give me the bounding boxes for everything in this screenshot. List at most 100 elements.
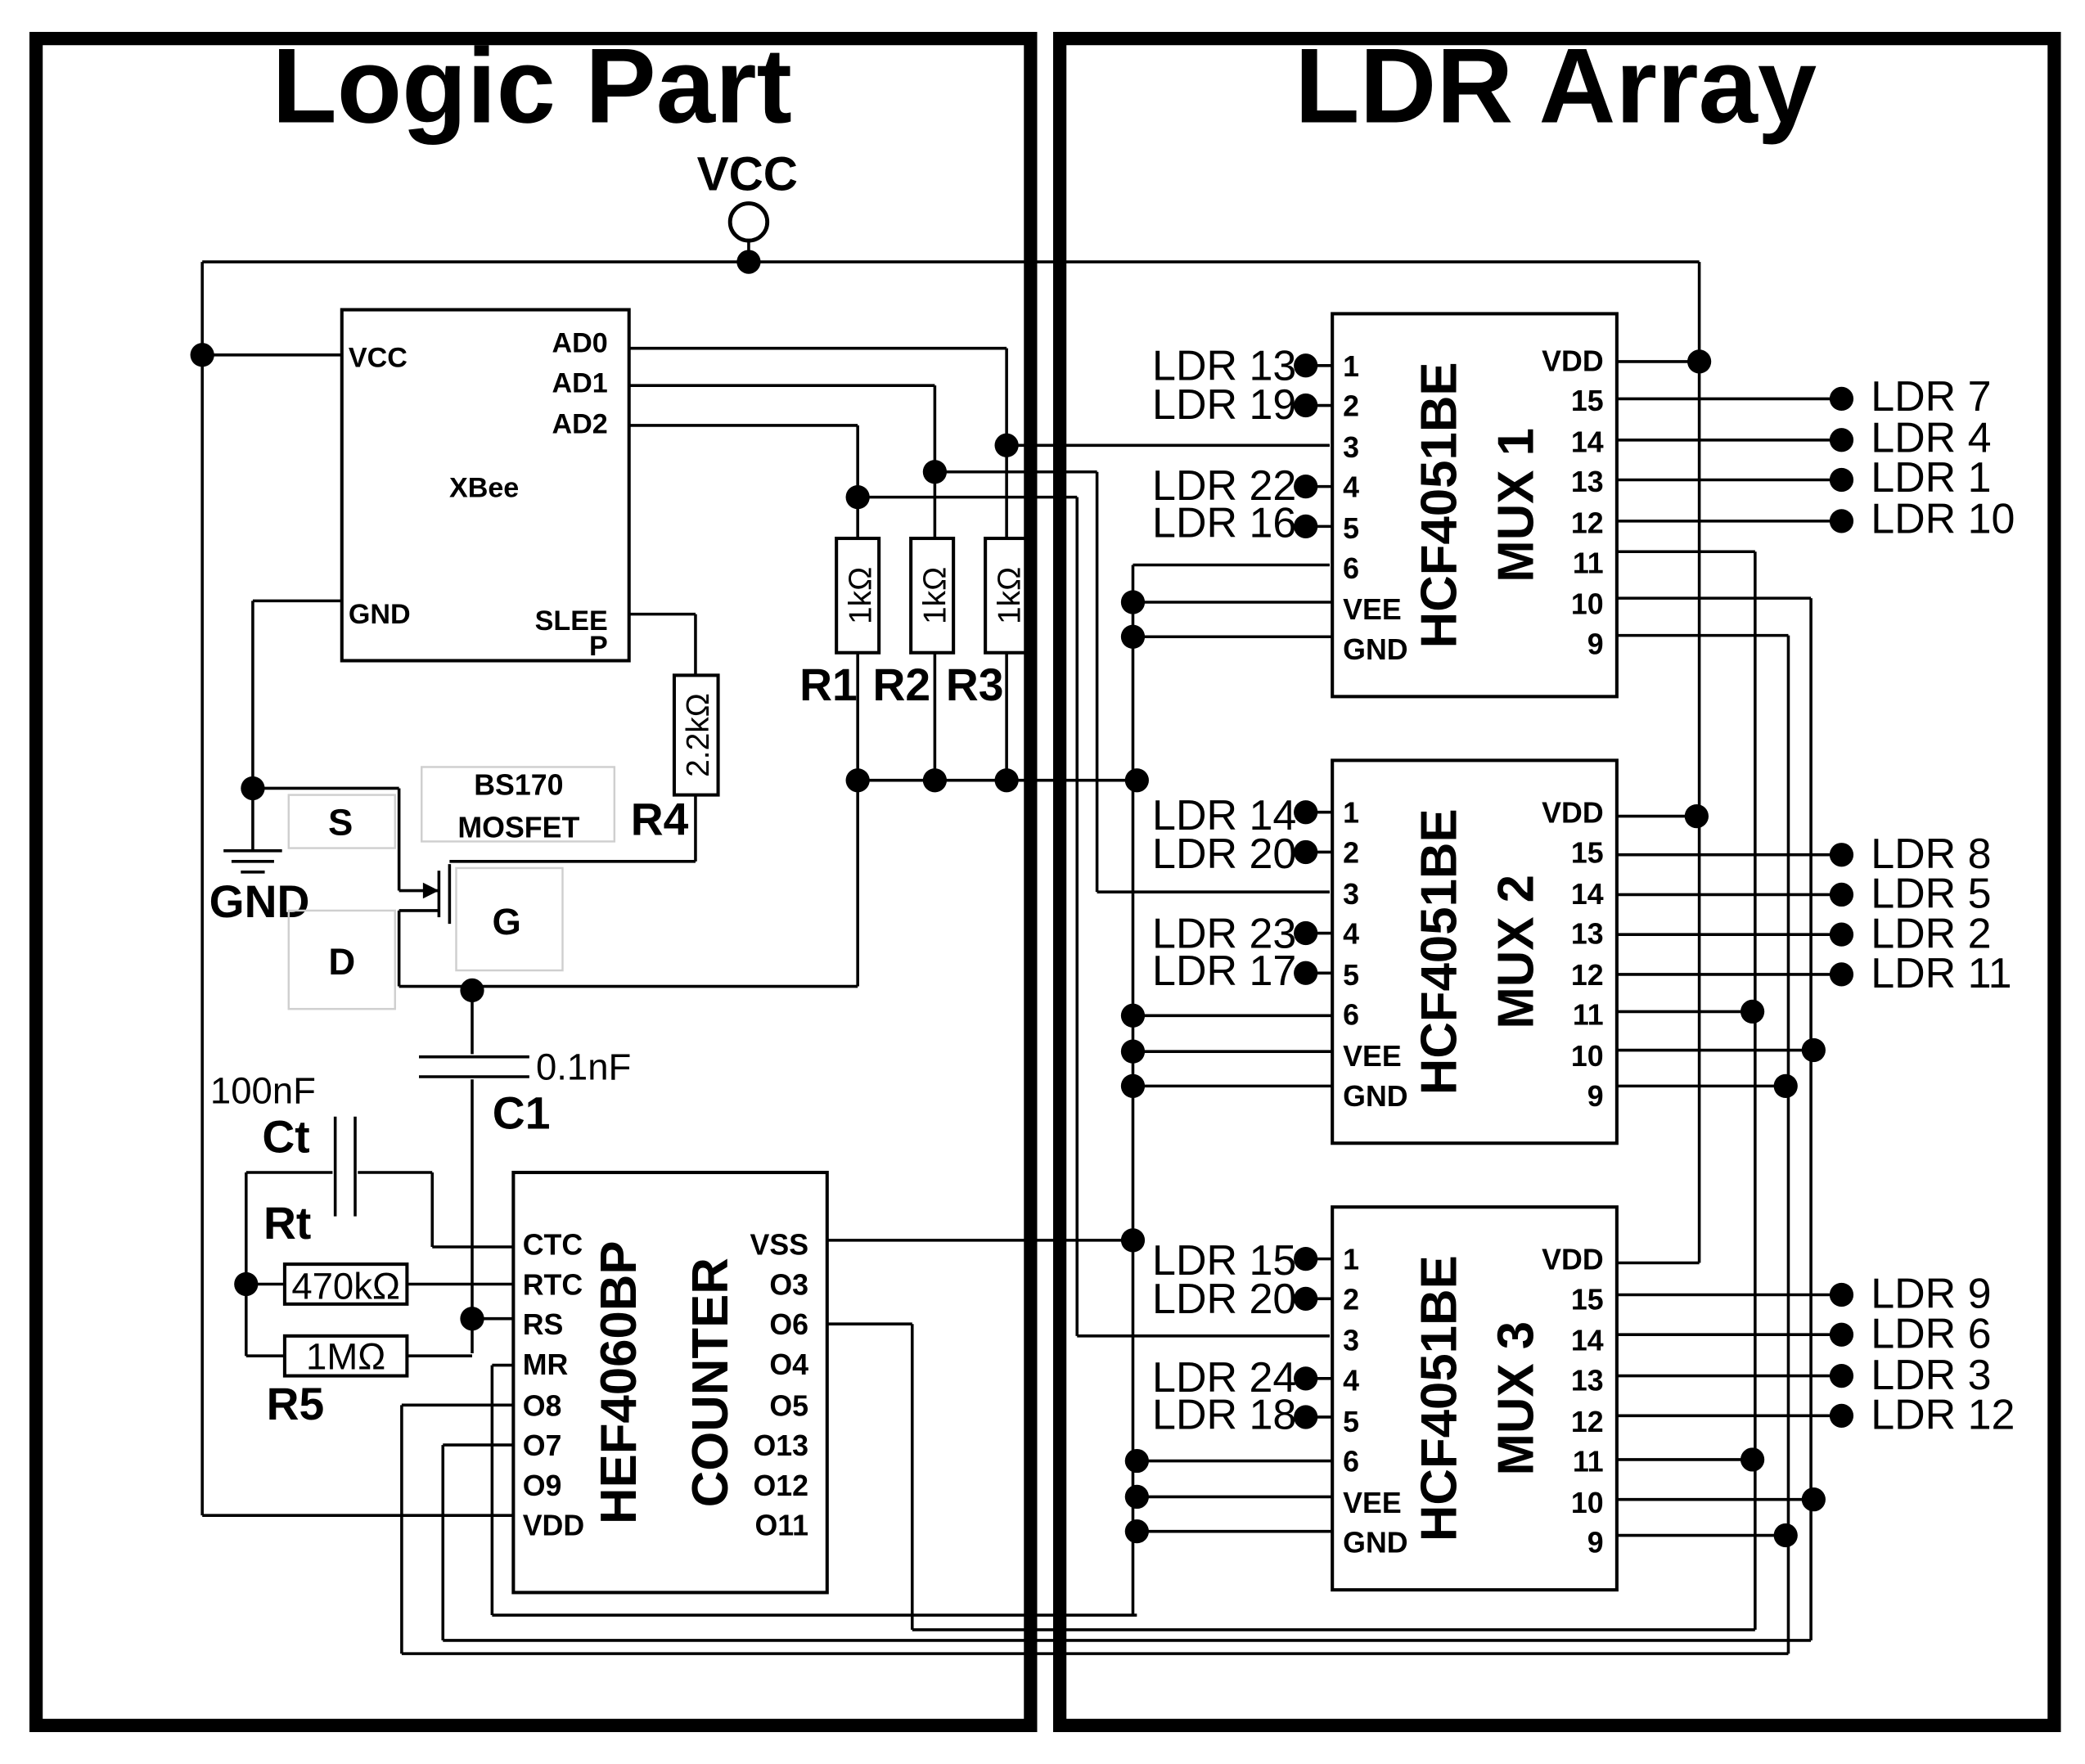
mosfet-label-box (421, 766, 616, 843)
mux-right-pin: VDD (1542, 344, 1603, 377)
mux-2-output-label: LDR 8 (1871, 830, 1991, 878)
mux-left-pin: 4 (1343, 1364, 1359, 1397)
mux-right-pin: 9 (1587, 1527, 1604, 1559)
xbee-label: XBee (449, 473, 519, 504)
mux-left-pin: 6 (1343, 552, 1359, 585)
xbee-pin-ad1: AD1 (552, 367, 607, 398)
mux-right-pin: VDD (1542, 1244, 1603, 1276)
mux-left-pin: 1 (1343, 350, 1359, 383)
mux-3: 1 2 3 4 5 6 VEE GND VDD 15 14 13 12 11 1… (1124, 1205, 2015, 1592)
r1-value: 1kΩ (843, 567, 878, 624)
mux-3-output-label: LDR 12 (1871, 1392, 2015, 1439)
mux-right-pin: 14 (1571, 425, 1604, 458)
counter-left-pin: MR (523, 1348, 569, 1381)
mux-right-pin: 13 (1571, 466, 1604, 498)
xbee-pin-vcc: VCC (349, 342, 408, 373)
mux-right-pin: 13 (1571, 918, 1604, 951)
counter-name: COUNTER (682, 1258, 739, 1507)
mux-left-pin: 4 (1343, 471, 1359, 504)
mux-right-pin: 11 (1573, 1446, 1604, 1478)
counter-right-pin: O11 (754, 1510, 808, 1542)
mux-2-input-label: LDR 17 (1152, 947, 1296, 995)
xbee-pin-ad0: AD0 (552, 328, 607, 359)
mux-right-pin: 9 (1587, 1080, 1604, 1113)
mux-1-output-label: LDR 10 (1871, 496, 2015, 543)
mosfet-pin-d: D (328, 941, 355, 983)
logic-part-title: Logic Part (272, 25, 792, 145)
mux-1-output-label: LDR 1 (1871, 454, 1991, 502)
mux-1-input-label: LDR 22 (1152, 462, 1296, 510)
r5-label: R5 (267, 1379, 325, 1429)
mux-1-part: HCF4051BE (1411, 362, 1467, 648)
mux-right-pin: 10 (1571, 1487, 1604, 1519)
r4-label: R4 (631, 794, 689, 844)
counter-right-pin: O13 (754, 1429, 809, 1462)
r5-value: 1MΩ (306, 1335, 385, 1377)
mux-3-output-label: LDR 3 (1871, 1352, 1991, 1399)
counter-right-pin: O5 (769, 1389, 808, 1422)
mux-left-pin: 3 (1343, 431, 1359, 464)
mux-left-pin: 3 (1343, 1325, 1359, 1357)
mosfet-drain-box (287, 909, 396, 1010)
mux-3-input-label: LDR 15 (1152, 1237, 1296, 1285)
r2-label: R2 (872, 659, 930, 710)
mux-left-pin: 1 (1343, 1244, 1359, 1276)
counter-part: HEF4060BP (591, 1240, 647, 1523)
mux-3-input-label: LDR 20 (1152, 1276, 1296, 1323)
xbee-pin-sleep-suffix: P (589, 631, 608, 662)
mux-1-input-label: LDR 16 (1152, 499, 1296, 547)
mux-2-input-label: LDR 23 (1152, 910, 1296, 957)
mux-right-pin: 13 (1571, 1364, 1604, 1397)
mux-right-pin: 14 (1571, 878, 1604, 911)
mux-left-pin: 2 (1343, 390, 1359, 423)
rt-value: 470kΩ (291, 1265, 400, 1307)
mux-2-input-label: LDR 14 (1152, 792, 1296, 839)
mosfet-pin-s: S (328, 801, 353, 843)
mux-2-input-label: LDR 20 (1152, 830, 1296, 878)
ldr-array-frame (1052, 31, 2061, 1733)
mosfet-type: MOSFET (457, 812, 579, 844)
counter-chip (511, 1170, 829, 1595)
mux-3-chip (1331, 1205, 1619, 1592)
resistor-r2 (909, 536, 956, 655)
counter-left-pin: RTC (523, 1268, 583, 1301)
mux-right-pin: 15 (1571, 1283, 1604, 1316)
mux-left-pin: 2 (1343, 836, 1359, 869)
counter-left-pin: O8 (523, 1389, 562, 1422)
counter-right-pin: O3 (769, 1268, 808, 1301)
counter-left-pin: CTC (523, 1229, 583, 1262)
mux-left-pin: VEE (1343, 1487, 1402, 1519)
mux-3-output-label: LDR 6 (1871, 1310, 1991, 1357)
r4-value: 2.2kΩ (681, 693, 716, 777)
mux-left-pin: 4 (1343, 918, 1359, 951)
xbee-pin-ad2: AD2 (552, 409, 607, 440)
mux-1-output-label: LDR 4 (1871, 414, 1991, 461)
mux-2-chip (1331, 758, 1619, 1145)
counter-left-pin: O7 (523, 1429, 562, 1462)
counter-right-pin: O12 (754, 1469, 809, 1502)
mosfet-pin-g: G (493, 901, 521, 943)
mux-right-pin: 14 (1571, 1325, 1604, 1357)
r1-label: R1 (799, 659, 858, 710)
mux-right-pin: 12 (1571, 959, 1604, 992)
mux-right-pin: 12 (1571, 507, 1604, 540)
mux-2-output-label: LDR 11 (1871, 950, 2011, 997)
counter-left-pin: VDD (523, 1510, 584, 1542)
vcc-terminal (727, 201, 770, 243)
mosfet-source-box (287, 794, 396, 849)
xbee-module (340, 308, 631, 663)
mux-left-pin: 6 (1343, 1446, 1359, 1478)
mux-3-part: HCF4051BE (1411, 1255, 1467, 1541)
mux-left-pin: GND (1343, 1527, 1407, 1559)
mux-left-pin: 5 (1343, 512, 1359, 545)
mux-right-pin: 11 (1573, 547, 1604, 579)
mux-1-output-label: LDR 7 (1871, 373, 1991, 421)
c1-value: 0.1nF (536, 1046, 631, 1087)
vcc-label: VCC (697, 147, 798, 200)
mux-left-pin: GND (1343, 1080, 1407, 1113)
mux-left-pin: 6 (1343, 999, 1359, 1032)
mux-left-pin: 1 (1343, 797, 1359, 830)
mux-1-chip (1331, 312, 1619, 699)
mux-1-input-label: LDR 19 (1152, 381, 1296, 429)
